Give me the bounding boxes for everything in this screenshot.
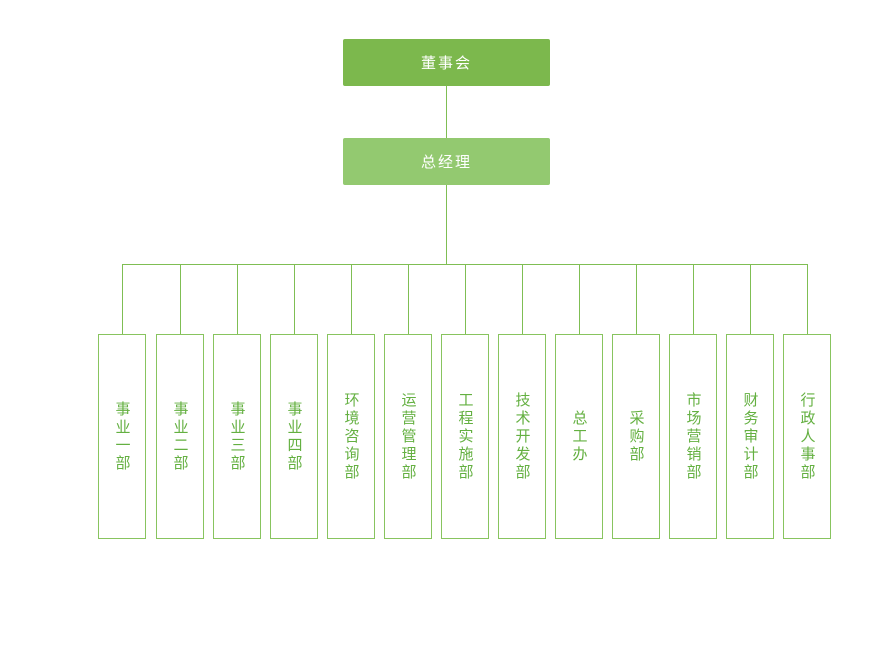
org-node-department: 运营管理部	[384, 334, 432, 539]
org-node-department: 事业一部	[98, 334, 146, 539]
connector-drop	[237, 264, 238, 334]
org-node-board-label: 董事会	[420, 55, 472, 72]
org-node-department: 市场营销部	[669, 334, 717, 539]
connector-gm-trunk	[446, 185, 447, 264]
org-node-department: 环境咨询部	[327, 334, 375, 539]
connector-drop	[408, 264, 409, 334]
connector-drop	[636, 264, 637, 334]
connector-drop	[522, 264, 523, 334]
connector-drop	[750, 264, 751, 334]
connector-drop	[294, 264, 295, 334]
org-node-department: 行政人事部	[783, 334, 831, 539]
org-node-department-label: 技术开发部	[513, 391, 531, 482]
connector-drop	[693, 264, 694, 334]
org-node-department: 财务审计部	[726, 334, 774, 539]
org-node-department-label: 市场营销部	[684, 391, 702, 482]
org-node-department-label: 环境咨询部	[342, 391, 360, 482]
org-node-department-label: 采购部	[627, 409, 645, 464]
org-node-board: 董事会	[343, 39, 550, 86]
org-node-department: 事业二部	[156, 334, 204, 539]
org-node-department-label: 事业二部	[171, 400, 189, 473]
org-node-department: 技术开发部	[498, 334, 546, 539]
org-node-department-label: 总工办	[570, 409, 588, 464]
connector-drop	[807, 264, 808, 334]
org-node-department-label: 运营管理部	[399, 391, 417, 482]
org-node-department-label: 事业四部	[285, 400, 303, 473]
connector-drop	[122, 264, 123, 334]
connector-drop	[579, 264, 580, 334]
org-node-general-manager-label: 总经理	[420, 154, 472, 171]
org-node-department-label: 行政人事部	[798, 391, 816, 482]
org-node-department-label: 事业三部	[228, 400, 246, 473]
connector-drop	[351, 264, 352, 334]
org-node-department: 总工办	[555, 334, 603, 539]
org-node-department-label: 事业一部	[113, 400, 131, 473]
org-node-department: 工程实施部	[441, 334, 489, 539]
org-node-department: 采购部	[612, 334, 660, 539]
org-node-department: 事业三部	[213, 334, 261, 539]
org-node-department: 事业四部	[270, 334, 318, 539]
connector-drop	[180, 264, 181, 334]
connector-board-to-gm	[446, 86, 447, 138]
connector-drop	[465, 264, 466, 334]
org-node-general-manager: 总经理	[343, 138, 550, 185]
org-node-department-label: 工程实施部	[456, 391, 474, 482]
org-node-department-label: 财务审计部	[741, 391, 759, 482]
